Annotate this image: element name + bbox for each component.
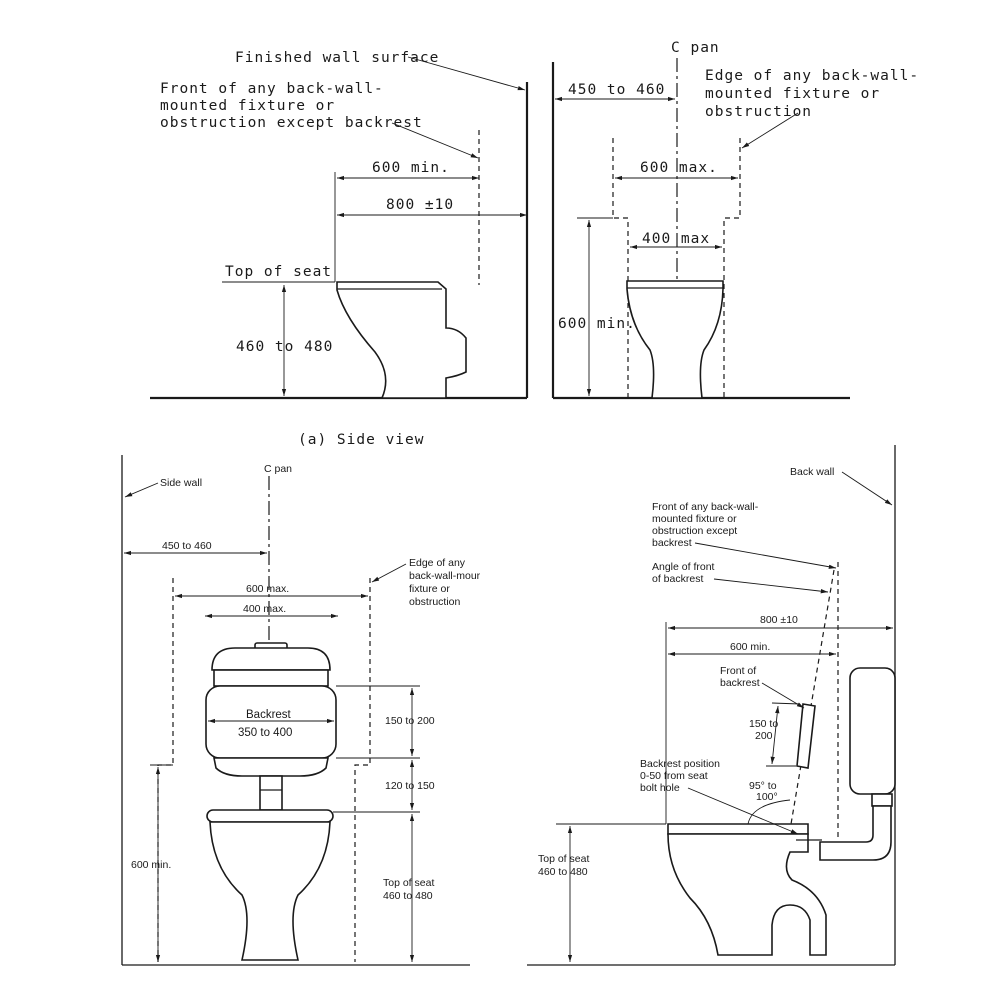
backrest-width-label: 350 to 400 — [238, 727, 292, 739]
envelope-right-c — [354, 578, 371, 962]
front-backrest-label2: backrest — [720, 677, 760, 689]
edge-label-c2: back-wall-mour — [409, 570, 481, 582]
cl-pan-label: C pan — [671, 40, 720, 56]
side-view-caption: (a) Side view — [298, 432, 425, 448]
position-label2: 0-50 from seat — [640, 770, 708, 782]
fixture-label-d4: backrest — [652, 537, 692, 549]
cl-pan-label-c: C pan — [264, 463, 292, 475]
angle-front-label2: of backrest — [652, 573, 703, 585]
cistern-body-top — [213, 669, 329, 687]
panel-side-view: 600 min. 800 ±10 460 to 480 Finished wal… — [150, 50, 529, 448]
pedestal-front-c — [209, 821, 331, 961]
clearance-envelope-left — [612, 138, 629, 398]
dim-150-200-label: 150 to 200 — [385, 715, 435, 727]
edge-label-c1: Edge of any — [409, 557, 466, 569]
dim-150-d-line — [770, 705, 780, 765]
flush-pipe — [259, 775, 283, 811]
edge-label-line2: mounted fixture or — [705, 86, 880, 102]
dim-600min-label-front: 600 min. — [558, 316, 636, 332]
top-of-seat-label: Top of seat — [225, 264, 332, 280]
side-wall-leader — [124, 482, 159, 498]
dim-800-d-label: 800 ±10 — [760, 614, 798, 626]
dim-400max-label-c: 400 max. — [243, 603, 286, 615]
dim-450-label: 450 to 460 — [568, 82, 665, 98]
dim-600min-d-label: 600 min. — [730, 641, 770, 653]
angle-front-label1: Angle of front — [652, 561, 715, 573]
edge-leader-c — [371, 563, 407, 583]
edge-label-c3: fixture or — [409, 583, 450, 595]
fixture-leader-d — [694, 542, 837, 569]
cistern-outlet — [871, 793, 893, 807]
top-seat-label-c1: Top of seat — [383, 877, 434, 889]
backrest-label: Backrest — [246, 709, 292, 721]
backrest-pad — [205, 685, 337, 759]
front-backrest-label1: Front of — [720, 665, 756, 677]
dim-150-d-label1: 150 to — [749, 718, 778, 730]
envelope-left-c — [157, 578, 174, 962]
dim-600min-label-c: 600 min. — [131, 859, 171, 871]
dim-seat-height-label: 460 to 480 — [236, 339, 333, 355]
flush-pipe-side — [819, 805, 892, 861]
dim-120-150-label: 120 to 150 — [385, 780, 435, 792]
fixture-leader — [391, 122, 479, 159]
panel-backrest-side: Back wall 800 ±10 600 min. 150 to 200 95… — [527, 445, 896, 966]
dim-800-label: 800 ±10 — [386, 197, 454, 213]
panel-backrest-front: Side wall C pan 450 to 460 600 max. 400 … — [121, 455, 481, 966]
back-wall-leader — [841, 471, 893, 506]
angle-label2: 100° — [756, 791, 778, 803]
position-label3: bolt hole — [640, 782, 680, 794]
top-seat-label-d1: Top of seat — [538, 853, 589, 865]
position-label1: Backrest position — [640, 758, 720, 770]
dim-600max-label: 600 max. — [640, 160, 718, 176]
edge-label-line1: Edge of any back-wall- — [705, 68, 919, 84]
back-wall-label: Back wall — [790, 466, 834, 478]
cistern-base — [213, 757, 329, 777]
seat-front-c — [206, 809, 334, 823]
finished-wall-label: Finished wall surface — [235, 50, 439, 66]
edge-label-c4: obstruction — [409, 596, 461, 608]
fixture-label-line1: Front of any back-wall- — [160, 81, 384, 97]
toilet-side-profile — [336, 281, 467, 399]
clearance-envelope-right — [723, 138, 741, 398]
fixture-label-line3: obstruction except backrest — [160, 115, 423, 131]
fixture-label-line2: mounted fixture or — [160, 98, 335, 114]
cistern-lid — [211, 647, 331, 671]
angle-label1: 95° to — [749, 780, 777, 792]
dim-600min-label: 600 min. — [372, 160, 450, 176]
side-wall-label: Side wall — [160, 477, 202, 489]
fixture-label-d3: obstruction except — [652, 525, 737, 537]
cistern-side — [849, 667, 896, 795]
top-seat-label-c2: 460 to 480 — [383, 890, 433, 902]
dim-600max-label-c: 600 max. — [246, 583, 289, 595]
backrest-pad-side — [796, 703, 816, 769]
angle-arc — [747, 799, 791, 825]
front-backrest-leader — [761, 682, 805, 709]
pan-side-d — [667, 833, 827, 956]
backrest-angle-dashed — [789, 569, 835, 831]
edge-label-line3: obstruction — [705, 104, 812, 120]
pedestal-front — [626, 280, 724, 399]
dim-400max-label: 400 max — [642, 231, 710, 247]
dim-450-label-c: 450 to 460 — [162, 540, 212, 552]
top-seat-label-d2: 460 to 480 — [538, 866, 588, 878]
panel-front-view: C pan 450 to 460 600 max. 400 max 600 mi… — [551, 40, 919, 400]
edge-leader — [741, 112, 799, 149]
position-leader — [687, 787, 799, 835]
dim-150-d-label2: 200 — [755, 730, 773, 742]
angle-front-leader — [713, 578, 829, 594]
fixture-label-d2: mounted fixture or — [652, 513, 737, 525]
fixture-label-d1: Front of any back-wall- — [652, 501, 759, 513]
finished-wall-leader — [407, 56, 526, 91]
